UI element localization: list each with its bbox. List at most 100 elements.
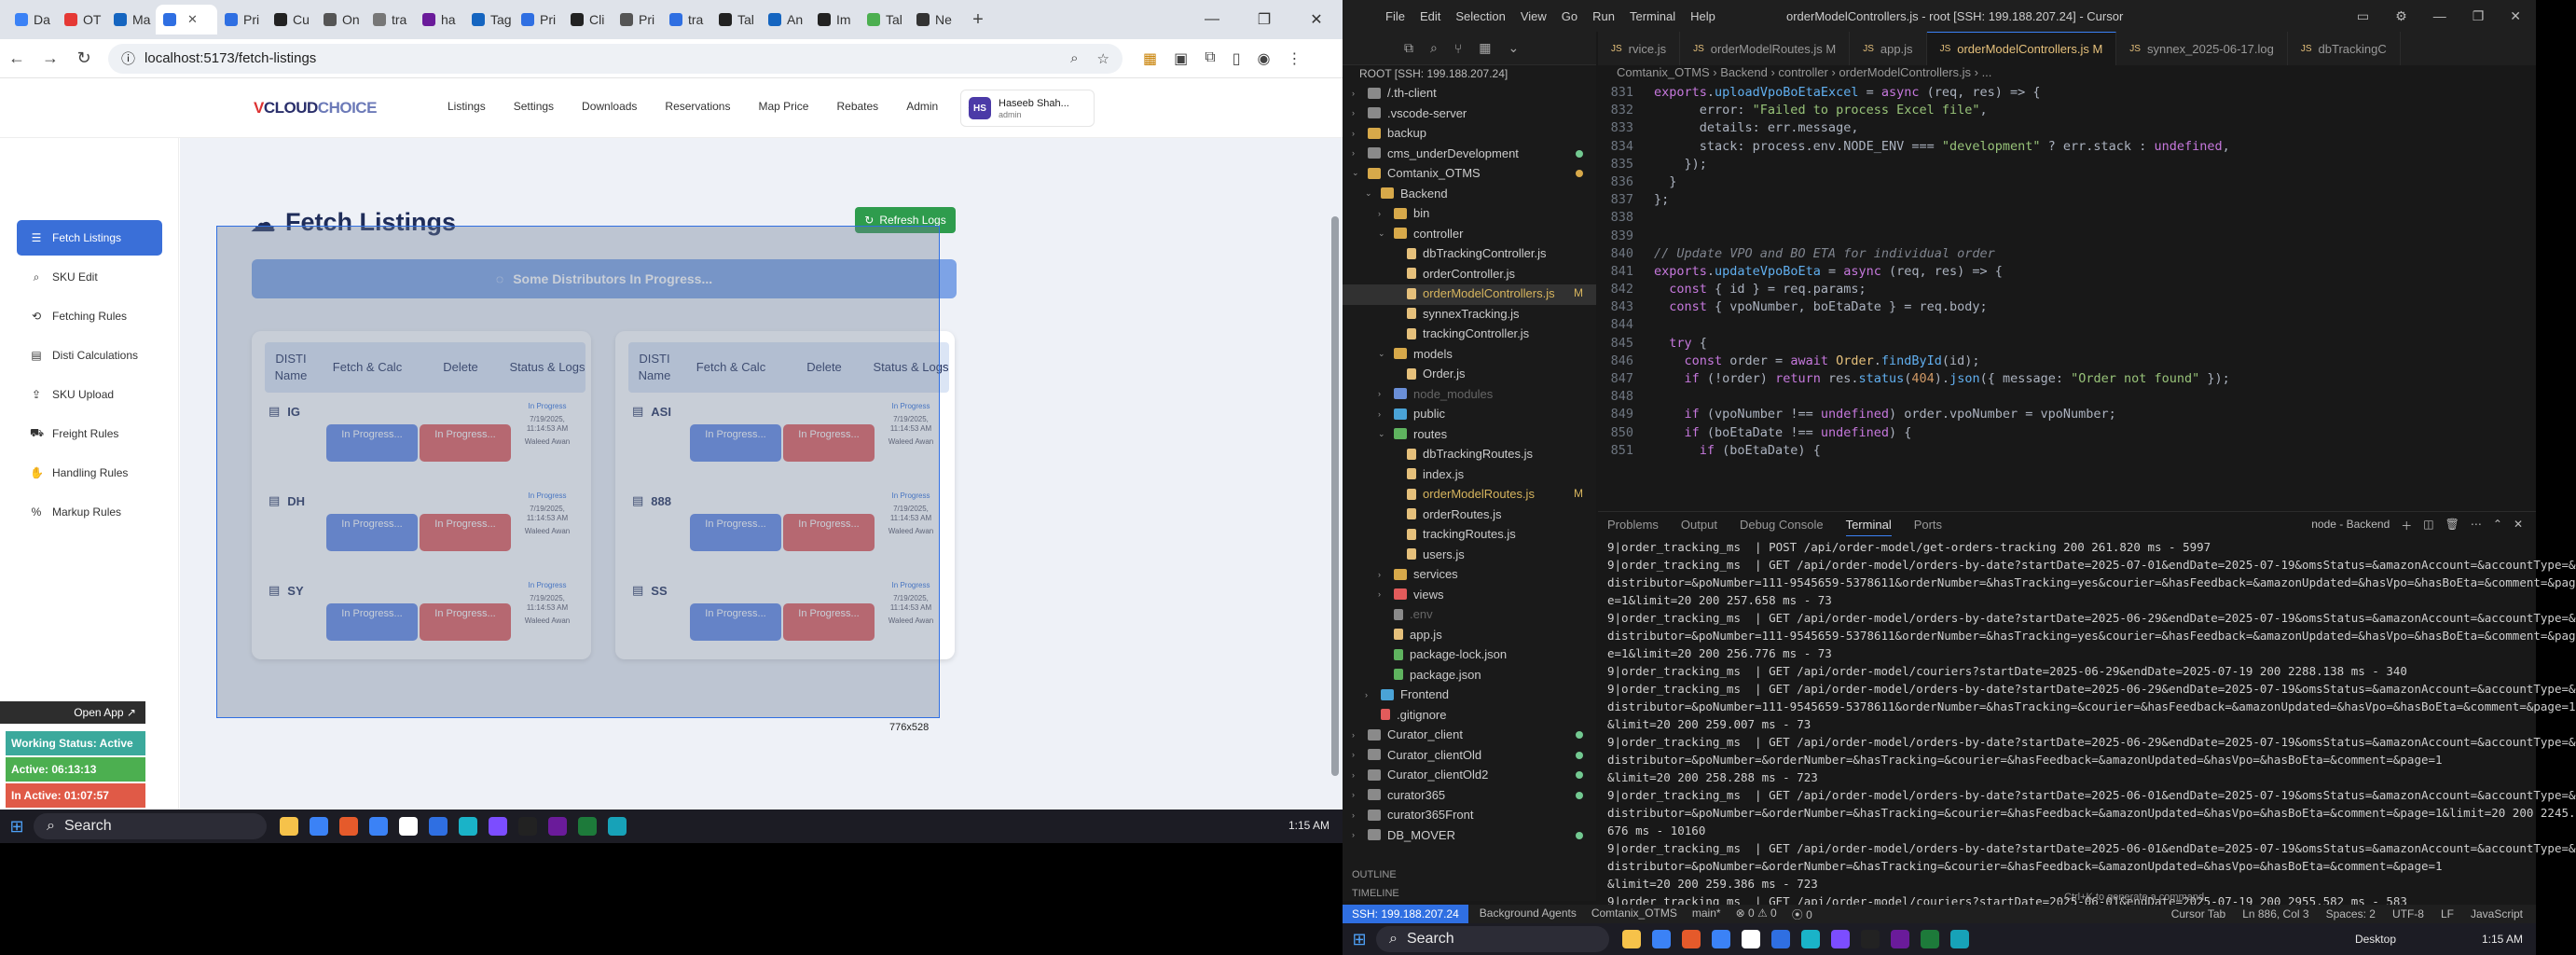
fetch-calc-button[interactable]: In Progress... xyxy=(326,514,418,551)
explorer-item[interactable]: ›Curator_clientOld xyxy=(1352,748,1481,762)
taskbar-app-icon[interactable] xyxy=(339,817,358,836)
taskbar-app-icon[interactable] xyxy=(608,817,627,836)
screenshot-selection-overlay[interactable] xyxy=(216,226,940,718)
explorer-item[interactable]: dbTrackingRoutes.js xyxy=(1391,447,1533,461)
explorer-item[interactable]: ›Curator_clientOld2 xyxy=(1352,768,1488,782)
browser-tab[interactable]: Pri xyxy=(514,5,563,35)
taskbar-search[interactable]: ⌕ Search xyxy=(1376,926,1609,952)
maximize-panel-icon[interactable]: ⌃ xyxy=(2492,518,2502,531)
explorer-item[interactable]: orderRoutes.js xyxy=(1391,507,1502,521)
explorer-item[interactable]: ›curator365Front xyxy=(1352,808,1474,822)
taskbar-app-icon[interactable] xyxy=(489,817,507,836)
explorer-item[interactable]: ›services xyxy=(1378,567,1458,581)
browser-tab[interactable]: OT xyxy=(57,5,106,35)
explorer-item[interactable]: ›curator365 xyxy=(1352,788,1445,802)
taskbar-app-icon[interactable] xyxy=(1950,930,1969,948)
explorer-item[interactable]: ⌄Comtanix_OTMS xyxy=(1352,166,1481,180)
menu-kebab-icon[interactable]: ⋮ xyxy=(1287,50,1302,67)
fetch-calc-button[interactable]: In Progress... xyxy=(326,603,418,641)
cursor-tab-status[interactable]: Cursor Tab xyxy=(2170,907,2226,920)
explorer-item[interactable]: ›.vscode-server xyxy=(1352,106,1467,120)
delete-button[interactable]: In Progress... xyxy=(420,424,511,462)
browser-tab[interactable]: Pri xyxy=(613,5,662,35)
explorer-item[interactable]: orderModelRoutes.js xyxy=(1391,487,1535,501)
delete-button[interactable]: In Progress... xyxy=(783,514,875,551)
explorer-item[interactable]: orderModelControllers.js xyxy=(1391,286,1555,300)
more-icon[interactable]: ⌄ xyxy=(1508,40,1520,55)
explorer-item[interactable]: trackingController.js xyxy=(1391,326,1529,340)
explorer-item[interactable]: package-lock.json xyxy=(1378,647,1507,661)
menu-edit[interactable]: Edit xyxy=(1419,8,1441,23)
taskbar-app-icon[interactable] xyxy=(518,817,537,836)
encoding[interactable]: UTF-8 xyxy=(2391,907,2424,920)
remote-ssh-status[interactable]: SSH: 199.188.207.24 xyxy=(1343,905,1468,923)
nav-link-admin[interactable]: Admin xyxy=(906,100,939,113)
sidebar-item-sku-edit[interactable]: ⌕SKU Edit xyxy=(17,259,162,295)
site-info-icon[interactable]: ⓘ xyxy=(121,51,136,67)
taskbar-app-icon[interactable] xyxy=(1921,930,1939,948)
taskbar-app-icon[interactable] xyxy=(1861,930,1880,948)
browser-tab[interactable]: Da xyxy=(7,5,57,35)
browser-tab[interactable]: Cli xyxy=(563,5,613,35)
bookmark-star-icon[interactable]: ☆ xyxy=(1096,50,1109,67)
sidepanel-icon[interactable]: ▯ xyxy=(1232,50,1241,67)
sidebar-item-disti-calculations[interactable]: ▤Disti Calculations xyxy=(17,338,162,373)
delete-button[interactable]: In Progress... xyxy=(783,424,875,462)
explorer-item[interactable]: Order.js xyxy=(1391,367,1466,381)
nav-link-map-price[interactable]: Map Price xyxy=(758,100,809,113)
desktop-label[interactable]: Desktop xyxy=(2354,933,2396,946)
background-agents[interactable]: Background Agents xyxy=(1479,906,1577,920)
browser-tab[interactable]: ha xyxy=(415,5,464,35)
forward-icon[interactable]: → xyxy=(42,48,59,67)
explorer-icon[interactable]: ⧉ xyxy=(1404,40,1413,55)
nav-link-settings[interactable]: Settings xyxy=(513,100,555,113)
fetch-calc-button[interactable]: In Progress... xyxy=(690,424,781,462)
url-bar[interactable]: ⓘ localhost:5173/fetch-listings ⌕ ☆ xyxy=(108,43,1123,74)
menu-terminal[interactable]: Terminal xyxy=(1630,8,1676,23)
taskbar-app-icon[interactable] xyxy=(1712,930,1730,948)
browser-tab[interactable]: tra xyxy=(365,5,415,35)
terminal-label[interactable]: node - Backend xyxy=(2311,518,2390,531)
delete-button[interactable]: In Progress... xyxy=(420,603,511,641)
taskbar-app-icon[interactable] xyxy=(1742,930,1760,948)
panel-tab-output[interactable]: Output xyxy=(1680,518,1717,532)
explorer-item[interactable]: ›node_modules xyxy=(1378,387,1493,401)
windows-start-icon[interactable]: ⊞ xyxy=(1352,929,1367,948)
explorer-item[interactable]: app.js xyxy=(1378,628,1442,642)
taskbar-app-icon[interactable] xyxy=(1771,930,1790,948)
taskbar-app-icon[interactable] xyxy=(1652,930,1671,948)
explorer-item[interactable]: package.json xyxy=(1378,668,1481,682)
add-terminal-icon[interactable]: ＋ xyxy=(2401,519,2413,533)
explorer-item[interactable]: ⌄routes xyxy=(1378,427,1447,441)
close-panel-icon[interactable]: ✕ xyxy=(2513,518,2523,531)
problems-count[interactable]: ⊗ 0 ⚠ 0 xyxy=(1735,906,1777,920)
maximize-icon[interactable]: ❐ xyxy=(1257,12,1272,28)
menu-help[interactable]: Help xyxy=(1690,8,1715,23)
panel-tab-ports[interactable]: Ports xyxy=(1913,518,1943,532)
sidebar-item-markup-rules[interactable]: %Markup Rules xyxy=(17,494,162,530)
explorer-item[interactable]: ›public xyxy=(1378,407,1445,421)
ports-count[interactable]: ⦿ 0 xyxy=(1791,907,1812,921)
source-control-icon[interactable]: ⑂ xyxy=(1453,40,1463,56)
explorer-item[interactable]: trackingRoutes.js xyxy=(1391,527,1516,541)
nav-link-reservations[interactable]: Reservations xyxy=(665,100,731,113)
menu-go[interactable]: Go xyxy=(1561,8,1578,23)
explorer-item[interactable]: index.js xyxy=(1391,467,1464,481)
language-mode[interactable]: JavaScript xyxy=(2470,907,2523,920)
explorer-item[interactable]: users.js xyxy=(1391,547,1465,561)
browser-tab[interactable]: Tal xyxy=(711,5,761,35)
browser-tab[interactable]: Ne xyxy=(909,5,958,35)
taskbar-app-icon[interactable] xyxy=(548,817,567,836)
delete-button[interactable]: In Progress... xyxy=(783,603,875,641)
explorer-item[interactable]: ›backup xyxy=(1352,126,1426,140)
explorer-item[interactable]: ›views xyxy=(1378,588,1444,602)
extensions-puzzle-icon[interactable]: ⧉ xyxy=(1205,48,1216,65)
delete-button[interactable]: In Progress... xyxy=(420,514,511,551)
search-icon[interactable]: ⌕ xyxy=(1430,40,1438,55)
explorer-item[interactable]: ›DB_MOVER xyxy=(1352,828,1455,842)
fetch-calc-button[interactable]: In Progress... xyxy=(690,514,781,551)
new-tab-icon[interactable]: + xyxy=(972,8,984,30)
